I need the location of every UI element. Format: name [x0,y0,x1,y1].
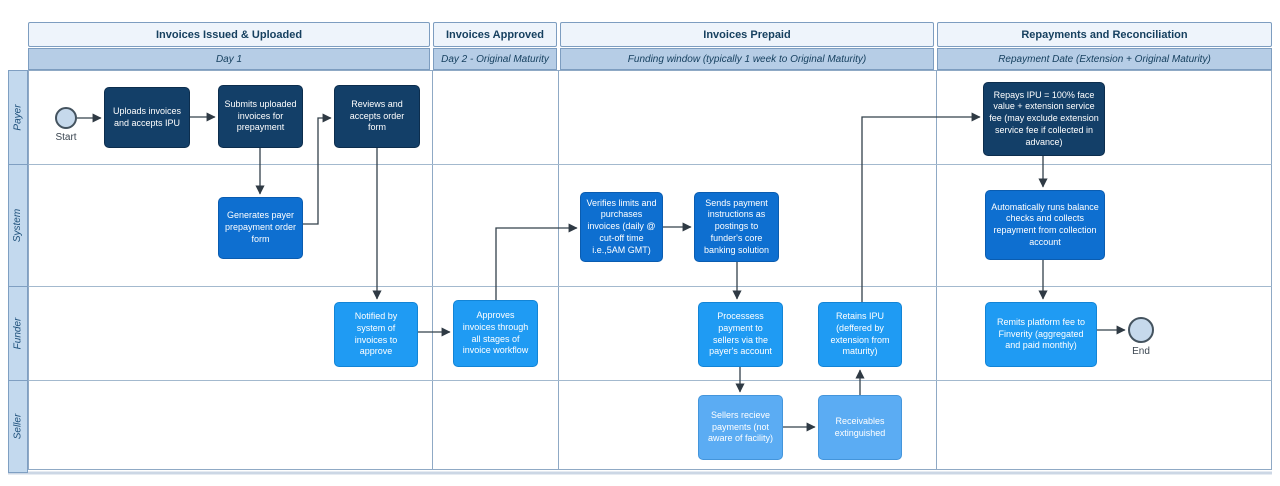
end-event-circle [1128,317,1154,343]
phase-title-invoices-issued: Invoices Issued & Uploaded [28,22,430,47]
lane-label-payer: Payer [8,70,28,165]
phase-title-invoices-prepaid: Invoices Prepaid [560,22,934,47]
node-notified-of-invoices: Notified by system of invoices to approv… [334,302,418,367]
node-remits-platform-fee: Remits platform fee to Finverity (aggreg… [985,302,1097,367]
node-approves-invoices: Approves invoices through all stages of … [453,300,538,367]
lane-label-funder: Funder [8,286,28,381]
node-auto-balance-checks: Automatically runs balance checks and co… [985,190,1105,260]
node-repays-ipu: Repays IPU = 100% face value + extension… [983,82,1105,156]
phase-subtitle-day2: Day 2 - Original Maturity [433,48,557,70]
node-generates-order-form: Generates payer prepayment order form [218,197,303,259]
lane-label-funder-text: Funder [12,317,24,350]
lane-label-payer-text: Payer [12,104,24,131]
connector-approves-to-verifies [495,223,578,300]
node-sellers-receive-payments: Sellers recieve payments (not aware of f… [698,395,783,460]
node-verifies-limits: Verifies limits and purchases invoices (… [580,192,663,262]
lane-label-seller: Seller [8,380,28,473]
node-receivables-extinguished: Receivables extinguished [818,395,902,460]
phase-subtitle-repayment-date: Repayment Date (Extension + Original Mat… [937,48,1272,70]
phase-subtitle-funding-window: Funding window (typically 1 week to Orig… [560,48,934,70]
lane-label-system-text: System [12,208,24,243]
phase-title-invoices-approved: Invoices Approved [433,22,557,47]
phase-title-repayments: Repayments and Reconciliation [937,22,1272,47]
start-event-label: Start [55,132,77,143]
node-sends-payment-instructions: Sends payment instructions as postings t… [694,192,779,262]
end-event-label: End [1132,346,1150,357]
connector-retains-to-repays [861,112,981,302]
node-reviews-order-form: Reviews and accepts order form [334,85,420,148]
node-retains-ipu: Retains IPU (deffered by extension from … [818,302,902,367]
node-processes-payment: Processess payment to sellers via the pa… [698,302,783,367]
start-event-circle [55,107,77,129]
lane-label-seller-text: Seller [12,413,24,440]
flow-connectors [77,112,1126,432]
lane-grid [8,70,1272,475]
node-uploads-invoices: Uploads invoices and accepts IPU [104,87,190,148]
phase-subtitle-day1: Day 1 [28,48,430,70]
connector-generates-to-reviews [303,113,332,225]
lane-label-system: System [8,164,28,287]
node-submits-invoices: Submits uploaded invoices for prepayment [218,85,303,148]
